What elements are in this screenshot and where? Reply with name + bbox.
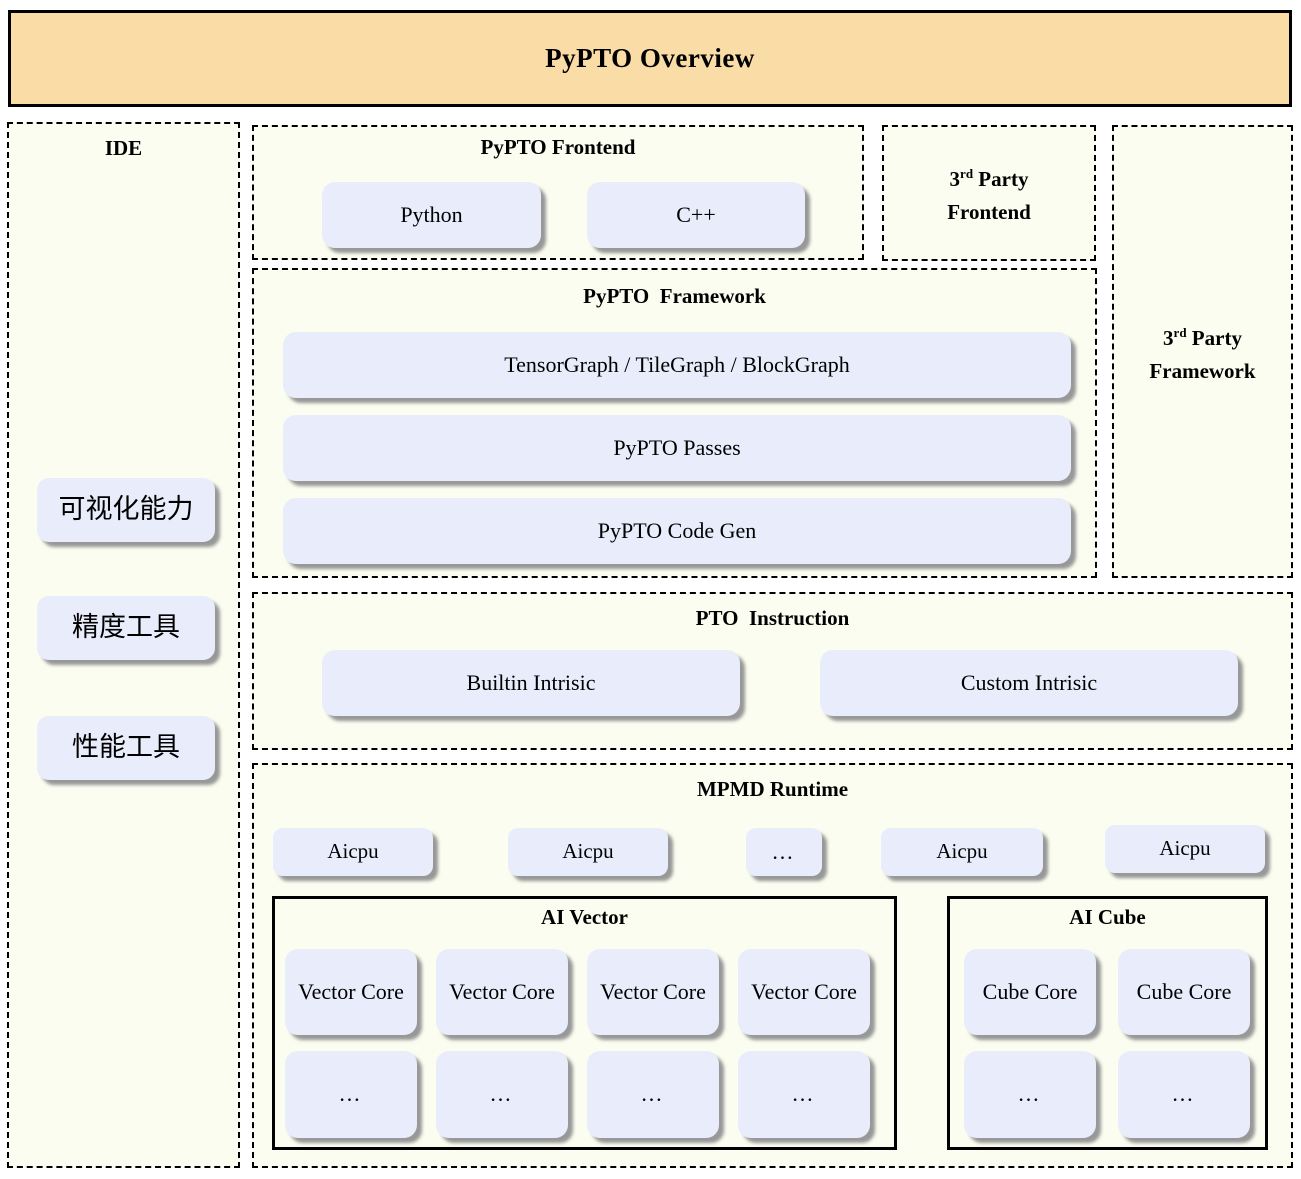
aicpu-box: Aicpu — [1105, 825, 1265, 873]
vector-core-box: Vector Core — [738, 949, 870, 1035]
third-party-framework-line2: Framework — [1149, 358, 1256, 383]
cube-core-box: Cube Core — [964, 949, 1096, 1035]
pypto-framework-title: PyPTO Framework — [583, 284, 766, 308]
ai-cube-group: AI Cube Cube Core Cube Core … … — [947, 896, 1268, 1150]
vector-ellipsis-box: … — [587, 1051, 719, 1138]
ide-item-precision-tools: 精度工具 — [37, 596, 215, 660]
aicpu-ellipsis-box: … — [746, 828, 822, 876]
frontend-python-box: Python — [322, 182, 541, 248]
banner-title: PyPTO Overview — [545, 43, 755, 73]
mpmd-runtime-title: MPMD Runtime — [696, 777, 849, 801]
pto-instruction-title: PTO Instruction — [695, 606, 850, 630]
ide-title: IDE — [104, 136, 143, 160]
aicpu-box: Aicpu — [881, 828, 1043, 876]
ide-panel: IDE 可视化能力 精度工具 性能工具 — [7, 122, 240, 1168]
ai-vector-group: AI Vector Vector Core Vector Core Vector… — [272, 896, 897, 1150]
ai-cube-title: AI Cube — [1069, 905, 1146, 929]
third-party-frontend-line1: 3rd Party — [949, 166, 1029, 191]
ide-item-visualization: 可视化能力 — [37, 478, 215, 542]
ai-vector-title: AI Vector — [541, 905, 628, 929]
cube-core-box: Cube Core — [1118, 949, 1250, 1035]
pypto-frontend-title: PyPTO Frontend — [480, 135, 636, 159]
cube-ellipsis-box: … — [964, 1051, 1096, 1138]
aicpu-box: Aicpu — [508, 828, 668, 876]
vector-core-box: Vector Core — [436, 949, 568, 1035]
mpmd-runtime-panel: MPMD Runtime Aicpu Aicpu … Aicpu Aicpu A… — [252, 763, 1293, 1168]
third-party-framework-panel: 3rd Party Framework — [1112, 125, 1293, 578]
aicpu-box: Aicpu — [273, 828, 433, 876]
third-party-frontend-line2: Frontend — [947, 200, 1031, 224]
third-party-frontend-panel: 3rd Party Frontend — [882, 125, 1096, 261]
pto-instruction-panel: PTO Instruction Builtin Intrisic Custom … — [252, 592, 1293, 750]
banner: PyPTO Overview — [8, 10, 1292, 107]
vector-ellipsis-box: … — [285, 1051, 417, 1138]
third-party-frontend-title: 3rd Party Frontend — [884, 127, 1094, 259]
framework-passes-box: PyPTO Passes — [283, 415, 1071, 481]
ide-item-performance-tools: 性能工具 — [37, 716, 215, 780]
third-party-framework-line1: 3rd Party — [1163, 324, 1242, 350]
vector-ellipsis-box: … — [436, 1051, 568, 1138]
frontend-cpp-box: C++ — [587, 182, 805, 248]
vector-core-box: Vector Core — [285, 949, 417, 1035]
custom-intrisic-box: Custom Intrisic — [820, 650, 1238, 716]
pypto-framework-panel: PyPTO Framework TensorGraph / TileGraph … — [252, 268, 1097, 578]
cube-ellipsis-box: … — [1118, 1051, 1250, 1138]
pypto-frontend-panel: PyPTO Frontend Python C++ — [252, 125, 864, 260]
framework-codegen-box: PyPTO Code Gen — [283, 498, 1071, 564]
builtin-intrisic-box: Builtin Intrisic — [322, 650, 740, 716]
framework-graphs-box: TensorGraph / TileGraph / BlockGraph — [283, 332, 1071, 398]
third-party-framework-title: 3rd Party Framework — [1114, 127, 1291, 576]
vector-core-box: Vector Core — [587, 949, 719, 1035]
vector-ellipsis-box: … — [738, 1051, 870, 1138]
